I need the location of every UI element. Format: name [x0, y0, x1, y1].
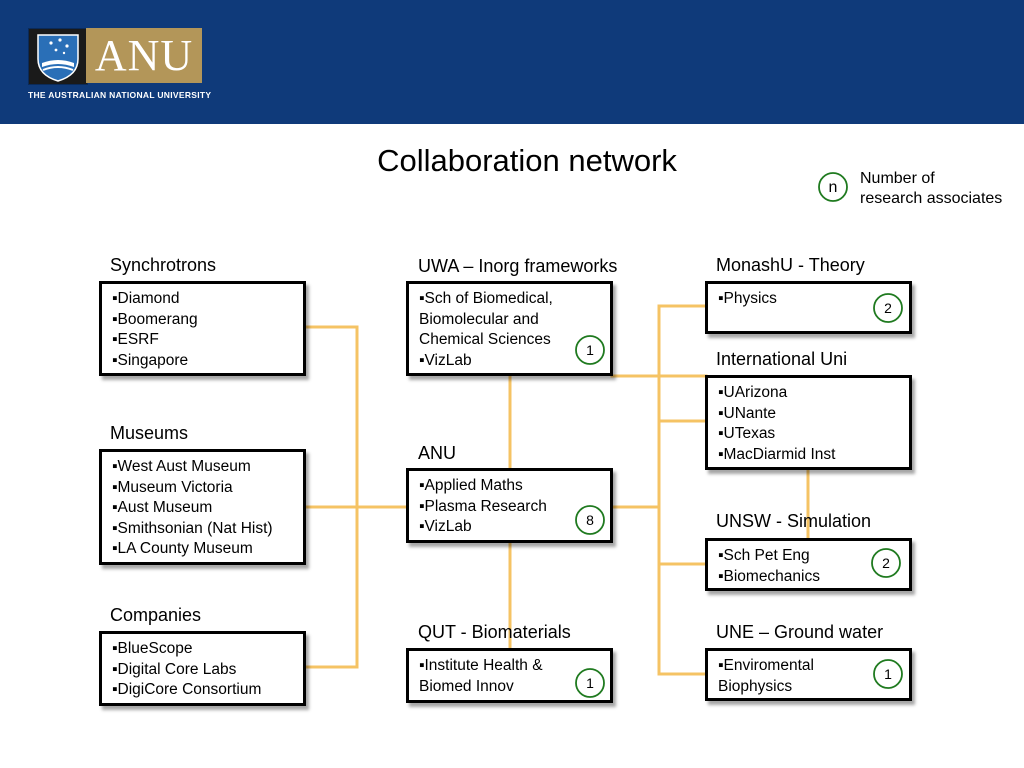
list-item: Smithsonian (Nat Hist) — [112, 519, 295, 540]
companies-box: BlueScope Digital Core Labs DigiCore Con… — [99, 631, 306, 706]
international-title: International Uni — [716, 349, 848, 369]
une-title: UNE – Ground water — [716, 622, 884, 642]
list-item: Singapore — [112, 351, 295, 372]
list-item: Plasma Research — [419, 497, 602, 518]
list-item: Diamond — [112, 289, 295, 310]
crest-icon — [28, 28, 88, 85]
une-box: Enviromental Biophysics 1 — [705, 648, 912, 701]
anu-box: Applied Maths Plasma Research VizLab 8 — [406, 468, 613, 543]
list-item: Physics — [718, 289, 901, 310]
legend-line-1: Number of — [860, 170, 935, 187]
list-item: UNante — [718, 404, 901, 425]
list-item-continued: Biophysics — [718, 677, 793, 695]
list-item-continued: Biomolecular and — [419, 310, 539, 328]
logo-subtitle: THE AUSTRALIAN NATIONAL UNIVERSITY — [28, 90, 212, 100]
companies-title: Companies — [110, 605, 202, 625]
unsw-title: UNSW - Simulation — [716, 511, 872, 531]
svg-text:1: 1 — [884, 666, 892, 682]
list-item: Sch Pet Eng — [718, 546, 901, 567]
list-item: Applied Maths — [419, 476, 602, 497]
legend-symbol: n — [829, 179, 838, 196]
list-item: ESRF — [112, 330, 295, 351]
list-item: Biomechanics — [718, 567, 901, 588]
anu-count-badge: 8 — [575, 505, 605, 535]
museums-box: West Aust Museum Museum Victoria Aust Mu… — [99, 449, 306, 565]
list-item: DigiCore Consortium — [112, 680, 295, 701]
list-item: UTexas — [718, 424, 901, 445]
list-item: Aust Museum — [112, 498, 295, 519]
svg-text:8: 8 — [586, 512, 594, 528]
uwa-box: Sch of Biomedical, Biomolecular and Chem… — [406, 281, 613, 376]
legend-count-icon: n — [818, 172, 848, 202]
list-item: VizLab — [419, 517, 602, 538]
anu-logo: ANU — [86, 28, 202, 83]
synchrotrons-box: Diamond Boomerang ESRF Singapore — [99, 281, 306, 376]
list-item: Boomerang — [112, 310, 295, 331]
svg-text:1: 1 — [586, 675, 594, 691]
svg-text:1: 1 — [586, 342, 594, 358]
qut-box: Institute Health & Biomed Innov 1 — [406, 648, 613, 703]
list-item: VizLab — [419, 351, 602, 372]
synchrotrons-title: Synchrotrons — [110, 255, 217, 275]
list-item-continued: Chemical Sciences — [419, 331, 551, 348]
anu-title: ANU — [418, 443, 457, 463]
list-item: Institute Health & — [419, 656, 602, 677]
list-item: Digital Core Labs — [112, 660, 295, 681]
svg-text:2: 2 — [884, 300, 892, 316]
legend-line-2: research associates — [860, 190, 1003, 207]
page-title: Collaboration network — [377, 143, 677, 178]
unsw-box: Sch Pet Eng Biomechanics 2 — [705, 538, 912, 591]
qut-title: QUT - Biomaterials — [418, 622, 571, 642]
monash-count-badge: 2 — [873, 293, 903, 323]
international-box: UArizona UNante UTexas MacDiarmid Inst — [705, 375, 912, 470]
list-item: Sch of Biomedical, — [419, 289, 602, 310]
uwa-count-badge: 1 — [575, 335, 605, 365]
legend-label: Number of research associates — [860, 169, 1002, 209]
list-item: BlueScope — [112, 639, 295, 660]
unsw-count-badge: 2 — [871, 548, 901, 578]
svg-text:2: 2 — [882, 555, 890, 571]
list-item: UArizona — [718, 383, 901, 404]
qut-count-badge: 1 — [575, 668, 605, 698]
header-bar: ANU THE AUSTRALIAN NATIONAL UNIVERSITY — [0, 0, 1024, 124]
list-item: MacDiarmid Inst — [718, 445, 901, 466]
uwa-title: UWA – Inorg frameworks — [418, 256, 618, 276]
une-count-badge: 1 — [873, 659, 903, 689]
list-item: LA County Museum — [112, 539, 295, 560]
monash-box: Physics 2 — [705, 281, 912, 334]
monash-title: MonashU - Theory — [716, 255, 865, 275]
list-item: West Aust Museum — [112, 457, 295, 478]
list-item-continued: Biomed Innov — [419, 677, 514, 695]
list-item: Museum Victoria — [112, 478, 295, 499]
museums-title: Museums — [110, 423, 189, 443]
list-item: Enviromental — [718, 656, 901, 677]
